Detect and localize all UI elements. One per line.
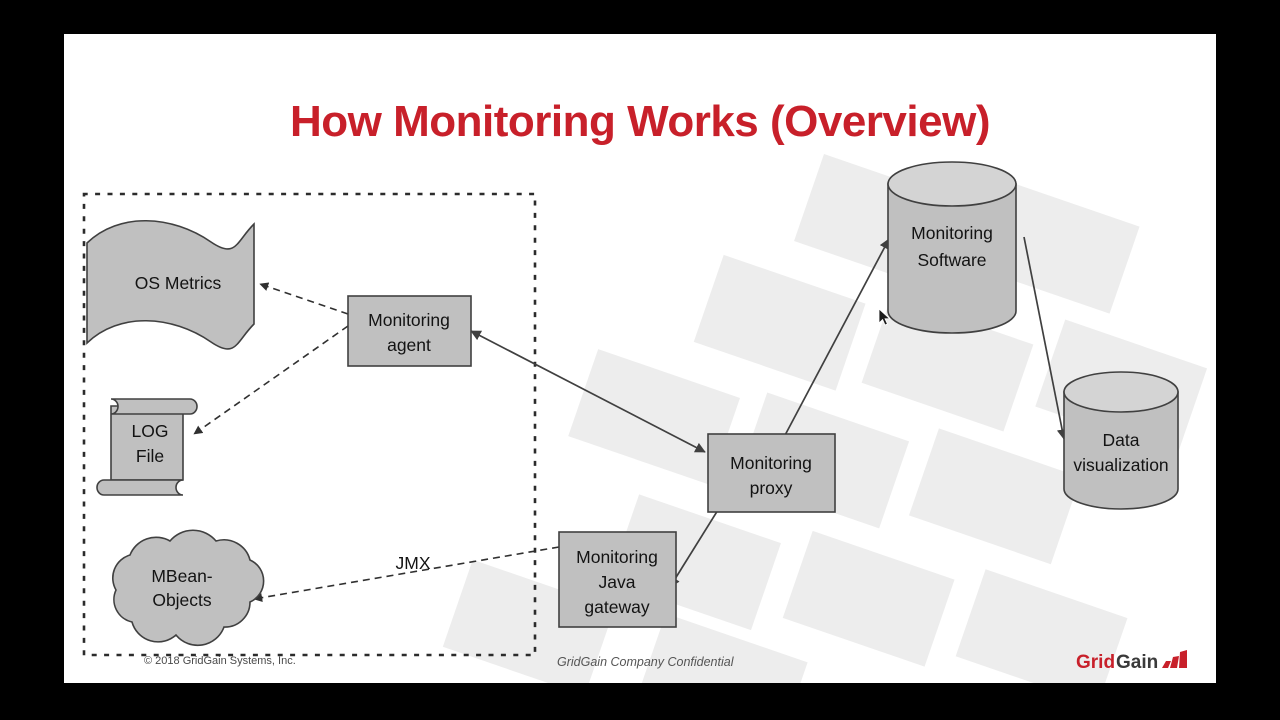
node-data-visualization-label-line1: Data	[1103, 430, 1140, 450]
node-log-file[interactable]: LOG File	[96, 398, 198, 496]
node-monitoring-proxy-label-line1: Monitoring	[730, 453, 812, 473]
presentation-slide: How Monitoring Works (Overview)	[64, 34, 1216, 683]
node-monitoring-software-label-line1: Monitoring	[911, 223, 993, 243]
edge-label-jmx: JMX	[396, 553, 431, 573]
gridgain-logo-mark-icon	[1162, 650, 1187, 668]
node-monitoring-java-gateway-label-line2: Java	[599, 572, 636, 592]
node-data-visualization[interactable]: Data visualization	[1063, 371, 1179, 510]
edge-proxy-to-monitoring-software	[773, 238, 890, 457]
node-monitoring-agent-label-line2: agent	[387, 335, 431, 355]
node-monitoring-software-label-line2: Software	[917, 250, 986, 270]
footer-confidential: GridGain Company Confidential	[557, 655, 735, 669]
gridgain-logo: Grid Gain	[1076, 650, 1187, 673]
node-monitoring-java-gateway[interactable]: Monitoring Java gateway	[558, 531, 677, 628]
node-log-file-label-line2: File	[136, 446, 164, 466]
node-mbean-objects-label-line1: MBean-	[151, 566, 212, 586]
node-monitoring-proxy[interactable]: Monitoring proxy	[707, 433, 836, 513]
node-mbean-objects-label-line2: Objects	[152, 590, 212, 610]
node-monitoring-java-gateway-label-line1: Monitoring	[576, 547, 658, 567]
node-mbean-objects[interactable]: MBean- Objects	[112, 529, 265, 647]
node-os-metrics-label: OS Metrics	[135, 273, 222, 293]
node-monitoring-software[interactable]: Monitoring Software	[887, 161, 1017, 334]
node-monitoring-java-gateway-label-line3: gateway	[584, 597, 649, 617]
edge-gateway-to-mbean	[253, 546, 560, 603]
gridgain-logo-grid-text: Grid	[1076, 652, 1115, 673]
gridgain-logo-gain-text: Gain	[1116, 652, 1158, 673]
edge-agent-to-proxy	[470, 330, 706, 453]
node-data-visualization-label-line2: visualization	[1073, 455, 1168, 475]
node-os-metrics[interactable]: OS Metrics	[86, 220, 255, 350]
node-monitoring-agent-label-line1: Monitoring	[368, 310, 450, 330]
slide-canvas: How Monitoring Works (Overview)	[82, 97, 1208, 683]
slide-title: How Monitoring Works (Overview)	[290, 97, 990, 146]
footer-copyright: © 2018 GridGain Systems, Inc.	[144, 655, 296, 667]
edge-agent-to-log-file	[193, 325, 349, 435]
node-monitoring-agent[interactable]: Monitoring agent	[347, 295, 472, 367]
edge-monitoring-software-to-data-visualization	[1023, 236, 1068, 440]
node-log-file-label-line1: LOG	[132, 421, 169, 441]
node-monitoring-proxy-label-line2: proxy	[750, 478, 793, 498]
edge-agent-to-os-metrics	[259, 282, 349, 315]
mouse-cursor-icon	[878, 308, 892, 328]
